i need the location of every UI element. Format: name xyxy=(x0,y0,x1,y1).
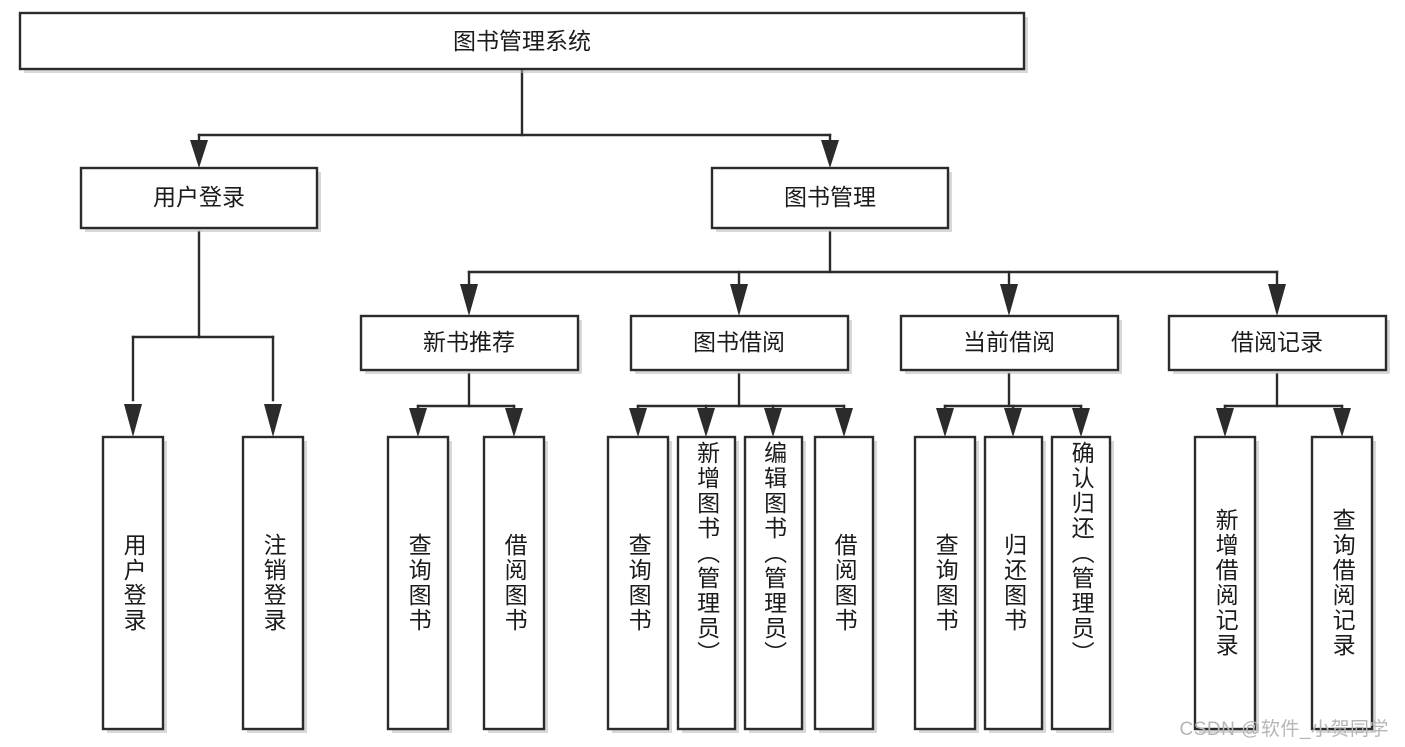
leaf-borrow-book-1-box[interactable] xyxy=(482,435,546,731)
arrow-to-leaf-borrow-book-1-icon xyxy=(505,408,523,437)
arrow-to-new-book-recommend-icon xyxy=(460,284,478,316)
node-borrow-record[interactable]: 借阅记录 xyxy=(1167,314,1390,374)
arrow-to-book-borrow-icon xyxy=(730,284,748,316)
node-book-manage-label: 图书管理 xyxy=(784,184,876,210)
arrow-to-leaf-return-book-icon xyxy=(1004,408,1022,437)
node-borrow-record-label: 借阅记录 xyxy=(1231,329,1323,355)
arrow-to-leaf-borrow-book-2-icon xyxy=(835,408,853,437)
connector-group-book-borrow xyxy=(629,372,853,437)
arrow-to-leaf-query-book-3-icon xyxy=(936,408,954,437)
node-borrow-record-box[interactable] xyxy=(1167,314,1388,372)
node-book-manage-box[interactable] xyxy=(710,166,950,230)
node-book-manage[interactable]: 图书管理 xyxy=(710,166,952,232)
node-user-login[interactable]: 用户登录 xyxy=(79,166,321,232)
leaf-query-book-2-box[interactable] xyxy=(606,435,670,731)
leaf-add-record-box[interactable] xyxy=(1193,435,1257,731)
leaf-logout-login-box[interactable] xyxy=(241,435,305,731)
connector-group-book-manage xyxy=(460,230,1286,316)
leaf-edit-book-box[interactable] xyxy=(743,435,804,731)
csdn-watermark: CSDN @软件_小贺同学 xyxy=(1179,719,1389,740)
leaf-user-login-box[interactable] xyxy=(101,435,165,731)
leaf-box-group xyxy=(101,435,1376,733)
arrow-to-leaf-query-book-2-icon xyxy=(629,408,647,437)
node-book-borrow[interactable]: 图书借阅 xyxy=(629,314,852,374)
connector-group-current-borrow xyxy=(936,372,1090,437)
leaf-borrow-book-2-box[interactable] xyxy=(813,435,875,731)
arrow-to-borrow-record-icon xyxy=(1268,284,1286,316)
arrow-to-leaf-confirm-return-icon xyxy=(1072,408,1090,437)
node-user-login-box[interactable] xyxy=(79,166,319,230)
arrow-root-to-user-login-icon xyxy=(190,140,208,168)
node-current-borrow-box[interactable] xyxy=(899,314,1120,372)
leaf-add-book-box[interactable] xyxy=(676,435,737,731)
leaf-query-book-1-box[interactable] xyxy=(386,435,450,731)
leaf-return-book-box[interactable] xyxy=(983,435,1044,731)
arrow-to-leaf-logout-login-icon xyxy=(264,404,282,437)
node-new-book-recommend-box[interactable] xyxy=(359,314,580,372)
arrow-to-current-borrow-icon xyxy=(1000,284,1018,316)
node-user-login-label: 用户登录 xyxy=(153,184,245,210)
node-new-book-recommend[interactable]: 新书推荐 xyxy=(359,314,582,374)
node-root-label: 图书管理系统 xyxy=(453,28,591,54)
node-current-borrow[interactable]: 当前借阅 xyxy=(899,314,1122,374)
connector-group-root xyxy=(190,67,839,168)
node-root[interactable]: 图书管理系统 xyxy=(18,11,1028,73)
arrow-to-leaf-user-login-icon xyxy=(124,404,142,437)
node-root-box[interactable] xyxy=(18,11,1026,71)
arrow-to-leaf-edit-book-icon xyxy=(764,408,782,437)
leaf-confirm-return-box[interactable] xyxy=(1050,435,1112,731)
node-new-book-recommend-label: 新书推荐 xyxy=(423,329,515,355)
arrow-to-leaf-query-record-icon xyxy=(1333,408,1351,437)
leaf-query-book-3-box[interactable] xyxy=(913,435,977,731)
arrow-to-leaf-query-book-1-icon xyxy=(409,408,427,437)
connector-group-borrow-record xyxy=(1216,372,1351,437)
connector-group-user-login xyxy=(124,230,282,437)
connector-group-new-book-recommend xyxy=(409,372,523,437)
arrow-to-leaf-add-book-icon xyxy=(697,408,715,437)
node-book-borrow-box[interactable] xyxy=(629,314,850,372)
arrow-root-to-book-manage-icon xyxy=(821,140,839,168)
node-current-borrow-label: 当前借阅 xyxy=(963,329,1055,355)
arrow-to-leaf-add-record-icon xyxy=(1216,408,1234,437)
leaf-query-record-box[interactable] xyxy=(1310,435,1374,731)
node-book-borrow-label: 图书借阅 xyxy=(693,329,785,355)
